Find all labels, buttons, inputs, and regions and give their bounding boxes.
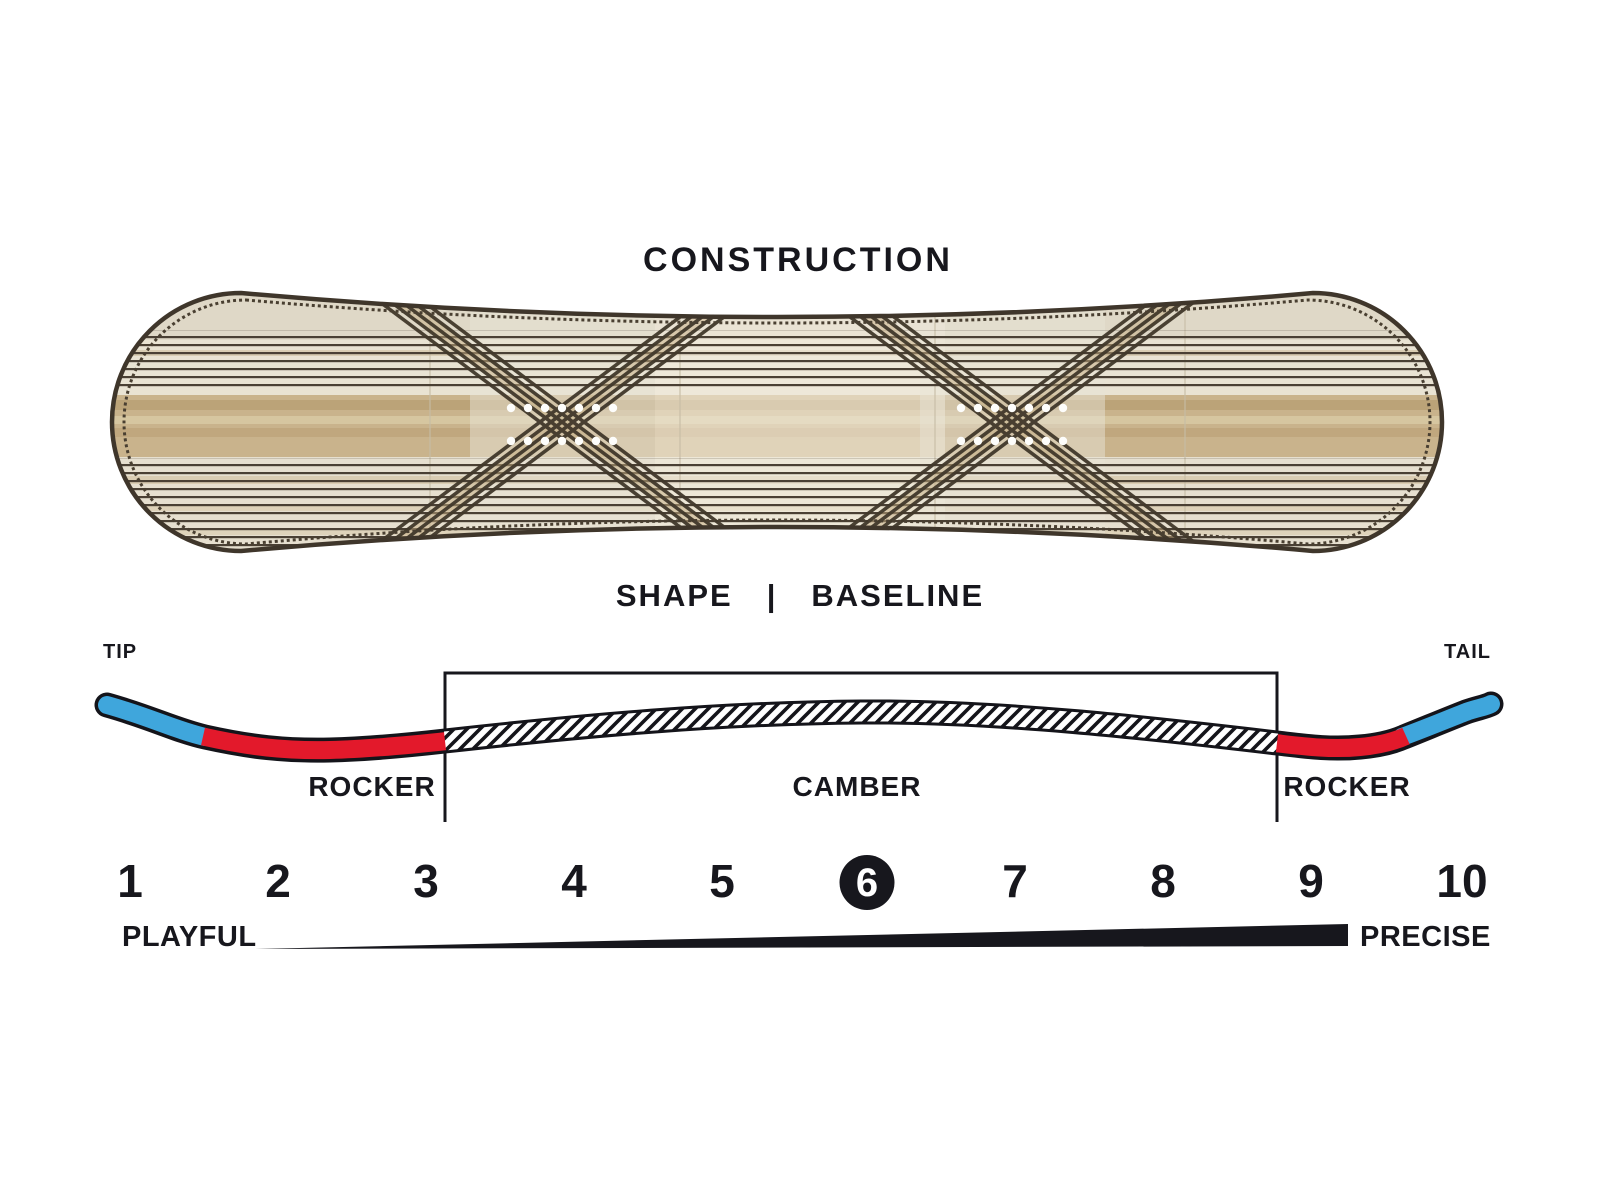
playful-label: PLAYFUL	[122, 921, 257, 953]
scale-number-5: 5	[709, 855, 735, 907]
baseline-label: BASELINE	[811, 578, 985, 613]
scale-number-2: 2	[265, 855, 291, 907]
profile-tail-blue	[1393, 695, 1500, 746]
scale-number-1: 1	[117, 855, 143, 907]
tail-label: TAIL	[1444, 641, 1491, 663]
rocker-left-label: ROCKER	[308, 771, 436, 802]
profile-rocker-left-red	[201, 727, 448, 760]
baseline-profile	[94, 671, 1504, 822]
shape-baseline-heading: SHAPE | BASELINE	[616, 578, 984, 614]
scale-number-10: 10	[1436, 855, 1488, 907]
scale-number-6-selected: 6	[839, 855, 895, 910]
tip-label: TIP	[103, 641, 138, 663]
profile-tip-blue	[98, 696, 214, 746]
precise-label: PRECISE	[1360, 921, 1491, 953]
scale-number-9: 9	[1298, 855, 1324, 907]
shape-label: SHAPE	[615, 578, 733, 613]
construction-title: CONSTRUCTION	[643, 241, 953, 279]
scale-number-4: 4	[561, 855, 587, 907]
rocker-right-label: ROCKER	[1283, 771, 1411, 802]
carbon-x-stringers	[112, 293, 1442, 551]
scale-number-3: 3	[413, 855, 439, 907]
board-outline	[109, 290, 1445, 554]
profile-rocker-right-red	[1273, 727, 1410, 758]
edge-stitching	[122, 298, 1432, 546]
camber-label: CAMBER	[792, 771, 922, 802]
heading-separator: |	[766, 578, 778, 613]
scale-number-8: 8	[1150, 855, 1176, 907]
binding-insert-dots	[506, 403, 1068, 446]
playful-precise-wedge	[255, 924, 1348, 949]
scale-number-7: 7	[1002, 855, 1028, 907]
profile-camber-hatched	[443, 702, 1279, 753]
snowboard-top-view	[109, 290, 1445, 554]
